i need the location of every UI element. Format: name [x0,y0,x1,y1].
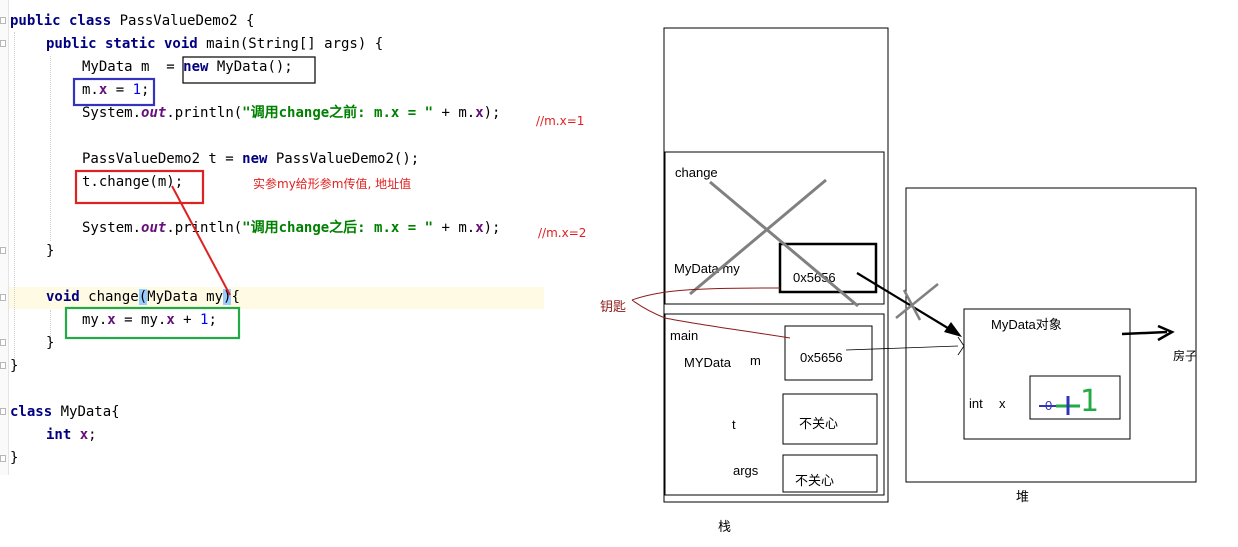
house-arrow [1121,330,1168,336]
main-t-label: t [732,417,736,432]
code-line-1: public class PassValueDemo2 { [10,13,255,29]
field-new-value: 1 [1080,384,1100,419]
ref-arrow-m [845,345,959,351]
heap-label: 堆 [1016,489,1030,504]
change-addr-value: 0x5656 [793,270,836,285]
main-frame-label: main [670,328,699,343]
mx-assign-box [72,77,156,107]
cross-line [689,178,827,296]
code-line-4: m.x = 1; [82,82,150,98]
ref-arrow-my [856,272,957,334]
indent-guide [14,32,15,362]
code-line-2: public static void main(String[] args) { [46,36,384,52]
fold-marker-icon[interactable] [0,17,6,24]
object-title: MyData对象 [991,317,1062,332]
cross-mark [895,283,939,319]
indent-guide [50,56,51,241]
field-name: x [999,396,1006,411]
main-m-name: m [750,353,761,368]
code-editor: public class PassValueDemo2 { public sta… [0,0,560,480]
fold-marker-icon[interactable] [0,40,6,47]
code-line-5: System.out.println("调用change之前: m.x = " … [82,105,501,121]
main-t-value: 不关心 [799,416,839,431]
my-x-update-box [64,306,241,340]
change-call-box [74,169,205,205]
change-frame-label: change [675,165,718,180]
code-line-16: } [10,358,19,374]
mydata-object-box [963,308,1131,440]
red-link-line [171,185,231,296]
annotation-mx1: //m.x=1 [536,114,585,128]
stack-label: 栈 [718,519,732,534]
stack-box [663,27,889,503]
field-x-cell [1029,375,1121,420]
key-curve [631,287,781,301]
code-line-3: MyData m = new MyData(); [82,59,293,75]
indent-guide [50,310,51,340]
arrow-head-icon [944,322,962,337]
code-line-13: void change(MyData my){ [46,289,240,305]
code-line-8: t.change(m); [82,174,184,190]
fold-marker-icon[interactable] [0,247,6,254]
code-line-11: } [46,243,55,259]
annotation-key: 钥匙 [600,300,627,315]
house-label: 房子 [1173,349,1198,363]
annotation-mx2: //m.x=2 [538,226,587,240]
code-line-15: } [46,335,55,351]
main-args-label: args [733,463,759,478]
fold-marker-icon[interactable] [0,362,6,369]
main-frame-box [664,313,885,496]
code-line-14: my.x = my.x + 1; [82,312,217,328]
field-type: int [969,396,983,411]
change-my-cell [778,242,878,294]
annotation-note: 实参my给形参m传值, 地址值 [253,177,412,191]
code-line-7: PassValueDemo2 t = new PassValueDemo2(); [82,151,420,167]
fold-marker-icon[interactable] [0,339,6,346]
main-t-cell [782,393,878,445]
code-line-19: int x; [46,427,97,443]
arrow-head-icon [1157,324,1175,342]
change-frame-box [664,151,885,305]
code-line-10: System.out.println("调用change之后: m.x = " … [82,220,501,236]
fold-marker-icon[interactable] [0,455,6,462]
editor-gutter [0,0,9,475]
arrow-head-icon [957,336,965,356]
main-args-cell [782,454,878,493]
code-line-20: } [10,450,19,466]
main-m-cell [784,325,873,381]
key-curve [631,299,791,339]
main-args-value: 不关心 [795,473,835,488]
code-line-18: class MyData{ [10,404,120,420]
cross-line [709,180,859,308]
new-mydata-box [182,56,316,84]
main-m-addr: 0x5656 [800,350,843,365]
heap-box [905,187,1197,483]
cross-mark [902,289,922,321]
fold-marker-icon[interactable] [0,408,6,415]
main-m-type: MYData [684,355,731,370]
fold-marker-icon[interactable] [0,294,6,301]
